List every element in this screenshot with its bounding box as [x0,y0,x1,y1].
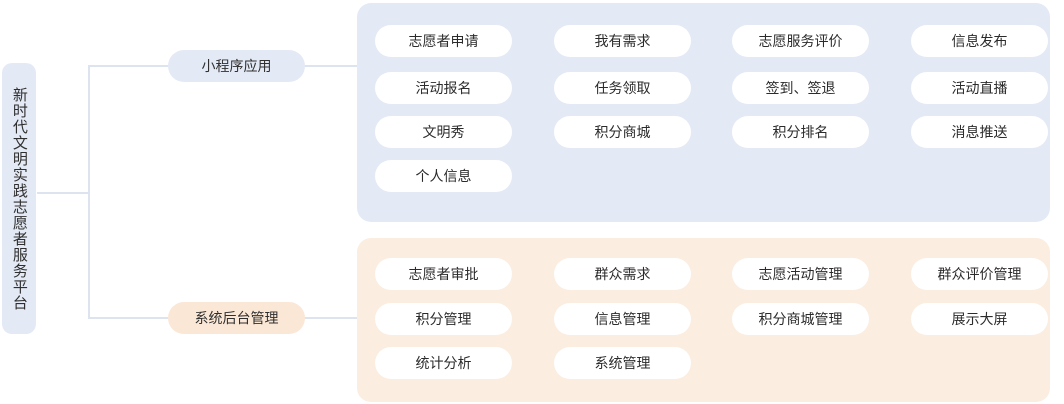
pill-label: 积分排名 [772,125,829,141]
list-item[interactable]: 志愿者审批 [375,258,512,290]
list-item[interactable]: 活动报名 [375,72,512,104]
connector-trunk-to-branch-1 [88,65,170,67]
pill-label: 展示大屏 [951,312,1008,328]
list-item[interactable]: 积分管理 [375,303,512,335]
list-item[interactable]: 展示大屏 [911,303,1048,335]
pill-label: 积分商城 [594,125,651,141]
pill-label: 消息推送 [951,125,1008,141]
list-item[interactable]: 志愿活动管理 [732,258,869,290]
pill-label: 志愿者审批 [408,267,479,283]
list-item[interactable]: 个人信息 [375,160,512,192]
list-item[interactable]: 志愿服务评价 [732,25,869,57]
list-item[interactable]: 我有需求 [554,25,691,57]
pill-label: 签到、签退 [765,81,836,97]
pill-label: 积分管理 [415,312,472,328]
root-node-label: 新时代文明实践志愿者服务平台 [10,86,29,311]
pill-label: 活动直播 [951,81,1008,97]
list-item[interactable]: 签到、签退 [732,72,869,104]
list-item[interactable]: 积分商城 [554,116,691,148]
pill-label: 信息管理 [594,312,651,328]
pill-label: 系统管理 [594,356,651,372]
list-item[interactable]: 志愿者申请 [375,25,512,57]
pill-label: 志愿服务评价 [758,34,843,50]
pill-label: 文明秀 [422,125,465,141]
pill-label: 我有需求 [594,34,651,50]
pill-label: 统计分析 [415,356,472,372]
connector-branch-2-to-panel [304,317,360,319]
list-item[interactable]: 系统管理 [554,347,691,379]
pill-label: 信息发布 [951,34,1008,50]
branch-node-mini-program[interactable]: 小程序应用 [168,50,305,82]
list-item[interactable]: 信息管理 [554,303,691,335]
connector-trunk-to-branch-2 [88,317,170,319]
pill-label: 个人信息 [415,169,472,185]
pill-label: 积分商城管理 [758,312,843,328]
list-item[interactable]: 任务领取 [554,72,691,104]
branch-node-admin-backend-label: 系统后台管理 [194,311,279,327]
list-item[interactable]: 群众评价管理 [911,258,1048,290]
pill-label: 活动报名 [415,81,472,97]
list-item[interactable]: 群众需求 [554,258,691,290]
pill-label: 志愿者申请 [408,34,479,50]
connector-root-trunk [37,192,89,194]
list-item[interactable]: 积分商城管理 [732,303,869,335]
pill-label: 志愿活动管理 [758,267,843,283]
connector-trunk-vertical [88,66,90,318]
list-item[interactable]: 信息发布 [911,25,1048,57]
root-node[interactable]: 新时代文明实践志愿者服务平台 [2,63,36,334]
pill-label: 群众评价管理 [937,267,1022,283]
pill-label: 群众需求 [594,267,651,283]
list-item[interactable]: 统计分析 [375,347,512,379]
connector-branch-1-to-panel [304,65,360,67]
list-item[interactable]: 积分排名 [732,116,869,148]
list-item[interactable]: 消息推送 [911,116,1048,148]
branch-node-mini-program-label: 小程序应用 [201,59,272,75]
list-item[interactable]: 文明秀 [375,116,512,148]
branch-node-admin-backend[interactable]: 系统后台管理 [168,302,305,334]
list-item[interactable]: 活动直播 [911,72,1048,104]
pill-label: 任务领取 [594,81,651,97]
